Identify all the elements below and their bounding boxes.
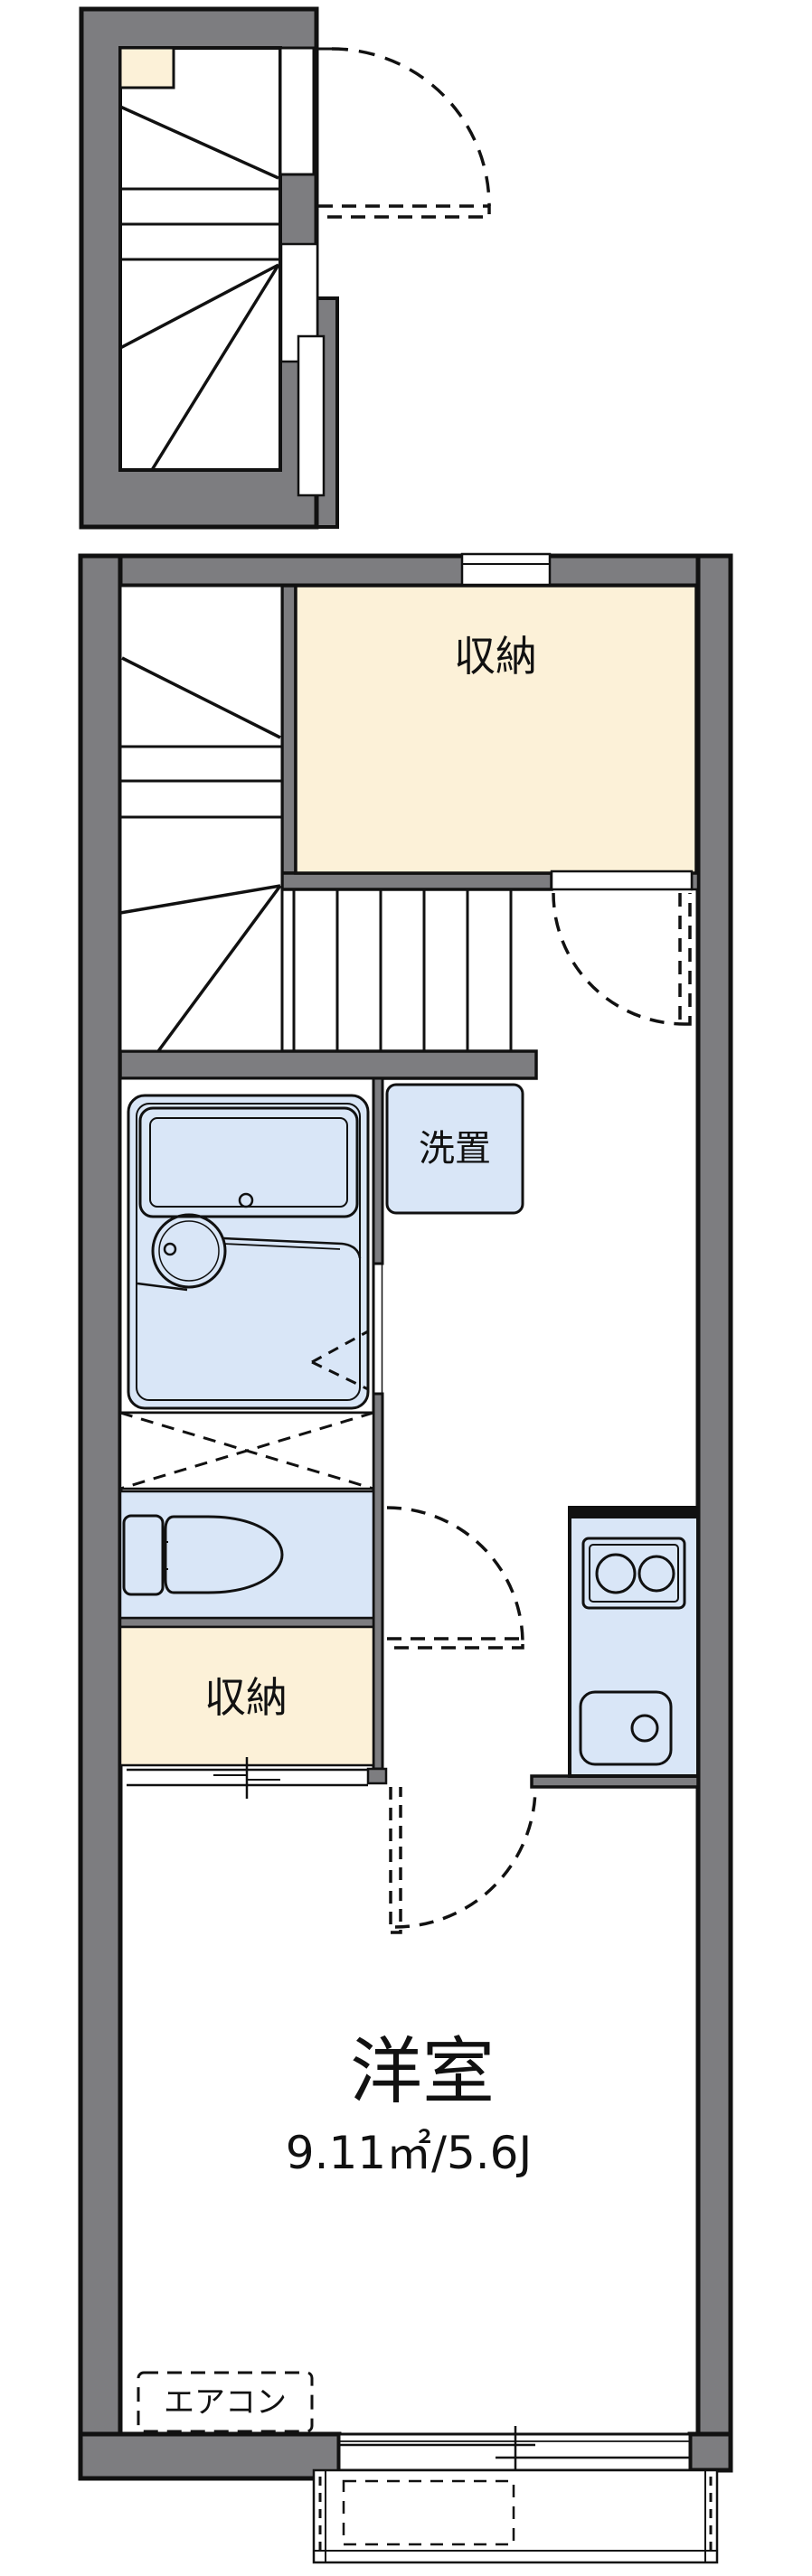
bath-unit (127, 1094, 370, 1410)
door-swing-arc (552, 892, 685, 1026)
balcony-dashed-area (342, 2479, 515, 2546)
storage-upper-label: 収納 (454, 632, 537, 681)
bathroom (118, 1076, 383, 1415)
lower-stair-treads (292, 889, 513, 1051)
sink-drain (630, 1714, 659, 1743)
upper-staircase-lines (119, 105, 280, 471)
crossed-box (118, 1411, 375, 1490)
burner-right (637, 1555, 675, 1593)
wall-corridor-bottom (118, 1049, 538, 1080)
wall-bath-right-lower (372, 1392, 384, 1771)
door-leaf-dashed (387, 1637, 524, 1650)
tub-drain (238, 1192, 254, 1208)
storage-room-upper: 収納 (294, 584, 698, 875)
wall-stair-storage (280, 584, 297, 875)
main-room: 洋室 9.11㎡/5.6J エアコン (137, 1786, 537, 2433)
washer-space: 洗置 (385, 1083, 524, 1215)
bath-folding-door (311, 1330, 369, 1391)
balcony (312, 2468, 719, 2564)
toilet-room (118, 1490, 375, 1620)
wall-right (695, 553, 733, 2473)
window-top (460, 552, 552, 587)
storage-room-lower: 収納 (118, 1625, 375, 1799)
sliding-door-symbol (127, 1757, 368, 1799)
aircon-label: エアコン (164, 2384, 287, 2421)
wall-left (78, 553, 123, 2481)
upper-stair-box (79, 6, 491, 530)
room-door-leaf (389, 1787, 402, 1934)
bathtub (138, 1106, 359, 1218)
door-swing-arc (331, 47, 491, 207)
wall-top (78, 553, 733, 588)
main-stairwell (118, 584, 513, 1053)
upper-landing-notch (297, 334, 326, 497)
main-room-label: 洋室 (350, 2030, 495, 2114)
aircon-box (137, 2371, 314, 2433)
wash-basin (151, 1213, 227, 1289)
upper-door-channel (279, 46, 316, 176)
door-leaf-dashed (678, 893, 692, 1026)
hall-door-upper (550, 870, 694, 1026)
sink (579, 1690, 673, 1766)
wall-toilet-closet (118, 1616, 375, 1629)
door-swing-arc (386, 1506, 524, 1644)
wall-door-stub (366, 1767, 388, 1785)
toilet-bowl (164, 1515, 284, 1594)
basin-drain (163, 1242, 177, 1256)
room-door-arc (394, 1786, 537, 1929)
wall-bottom-right (687, 2431, 733, 2473)
kitchen-unit (568, 1506, 700, 1778)
kitchen (568, 1506, 700, 1778)
wall-bottom-left (78, 2431, 342, 2481)
storage-lower-label: 収納 (204, 1673, 288, 1722)
hall-door-middle (386, 1506, 524, 1650)
wall-storage-bottom (280, 871, 553, 891)
window-bottom (337, 2426, 692, 2482)
upper-closet-box (118, 46, 175, 89)
door-leaf-dashed (318, 204, 491, 219)
entry-door-swing-upper (316, 47, 491, 219)
washer-label: 洗置 (419, 1128, 491, 1170)
bath-door-opening (373, 1264, 383, 1394)
stove (581, 1537, 686, 1610)
toilet-tank (122, 1514, 165, 1596)
main-staircase-lines (119, 656, 282, 1053)
main-outer-walls (78, 553, 733, 2481)
door-opening (550, 870, 694, 891)
burner-left (595, 1553, 637, 1594)
main-room-area: 9.11㎡/5.6J (286, 2127, 532, 2179)
